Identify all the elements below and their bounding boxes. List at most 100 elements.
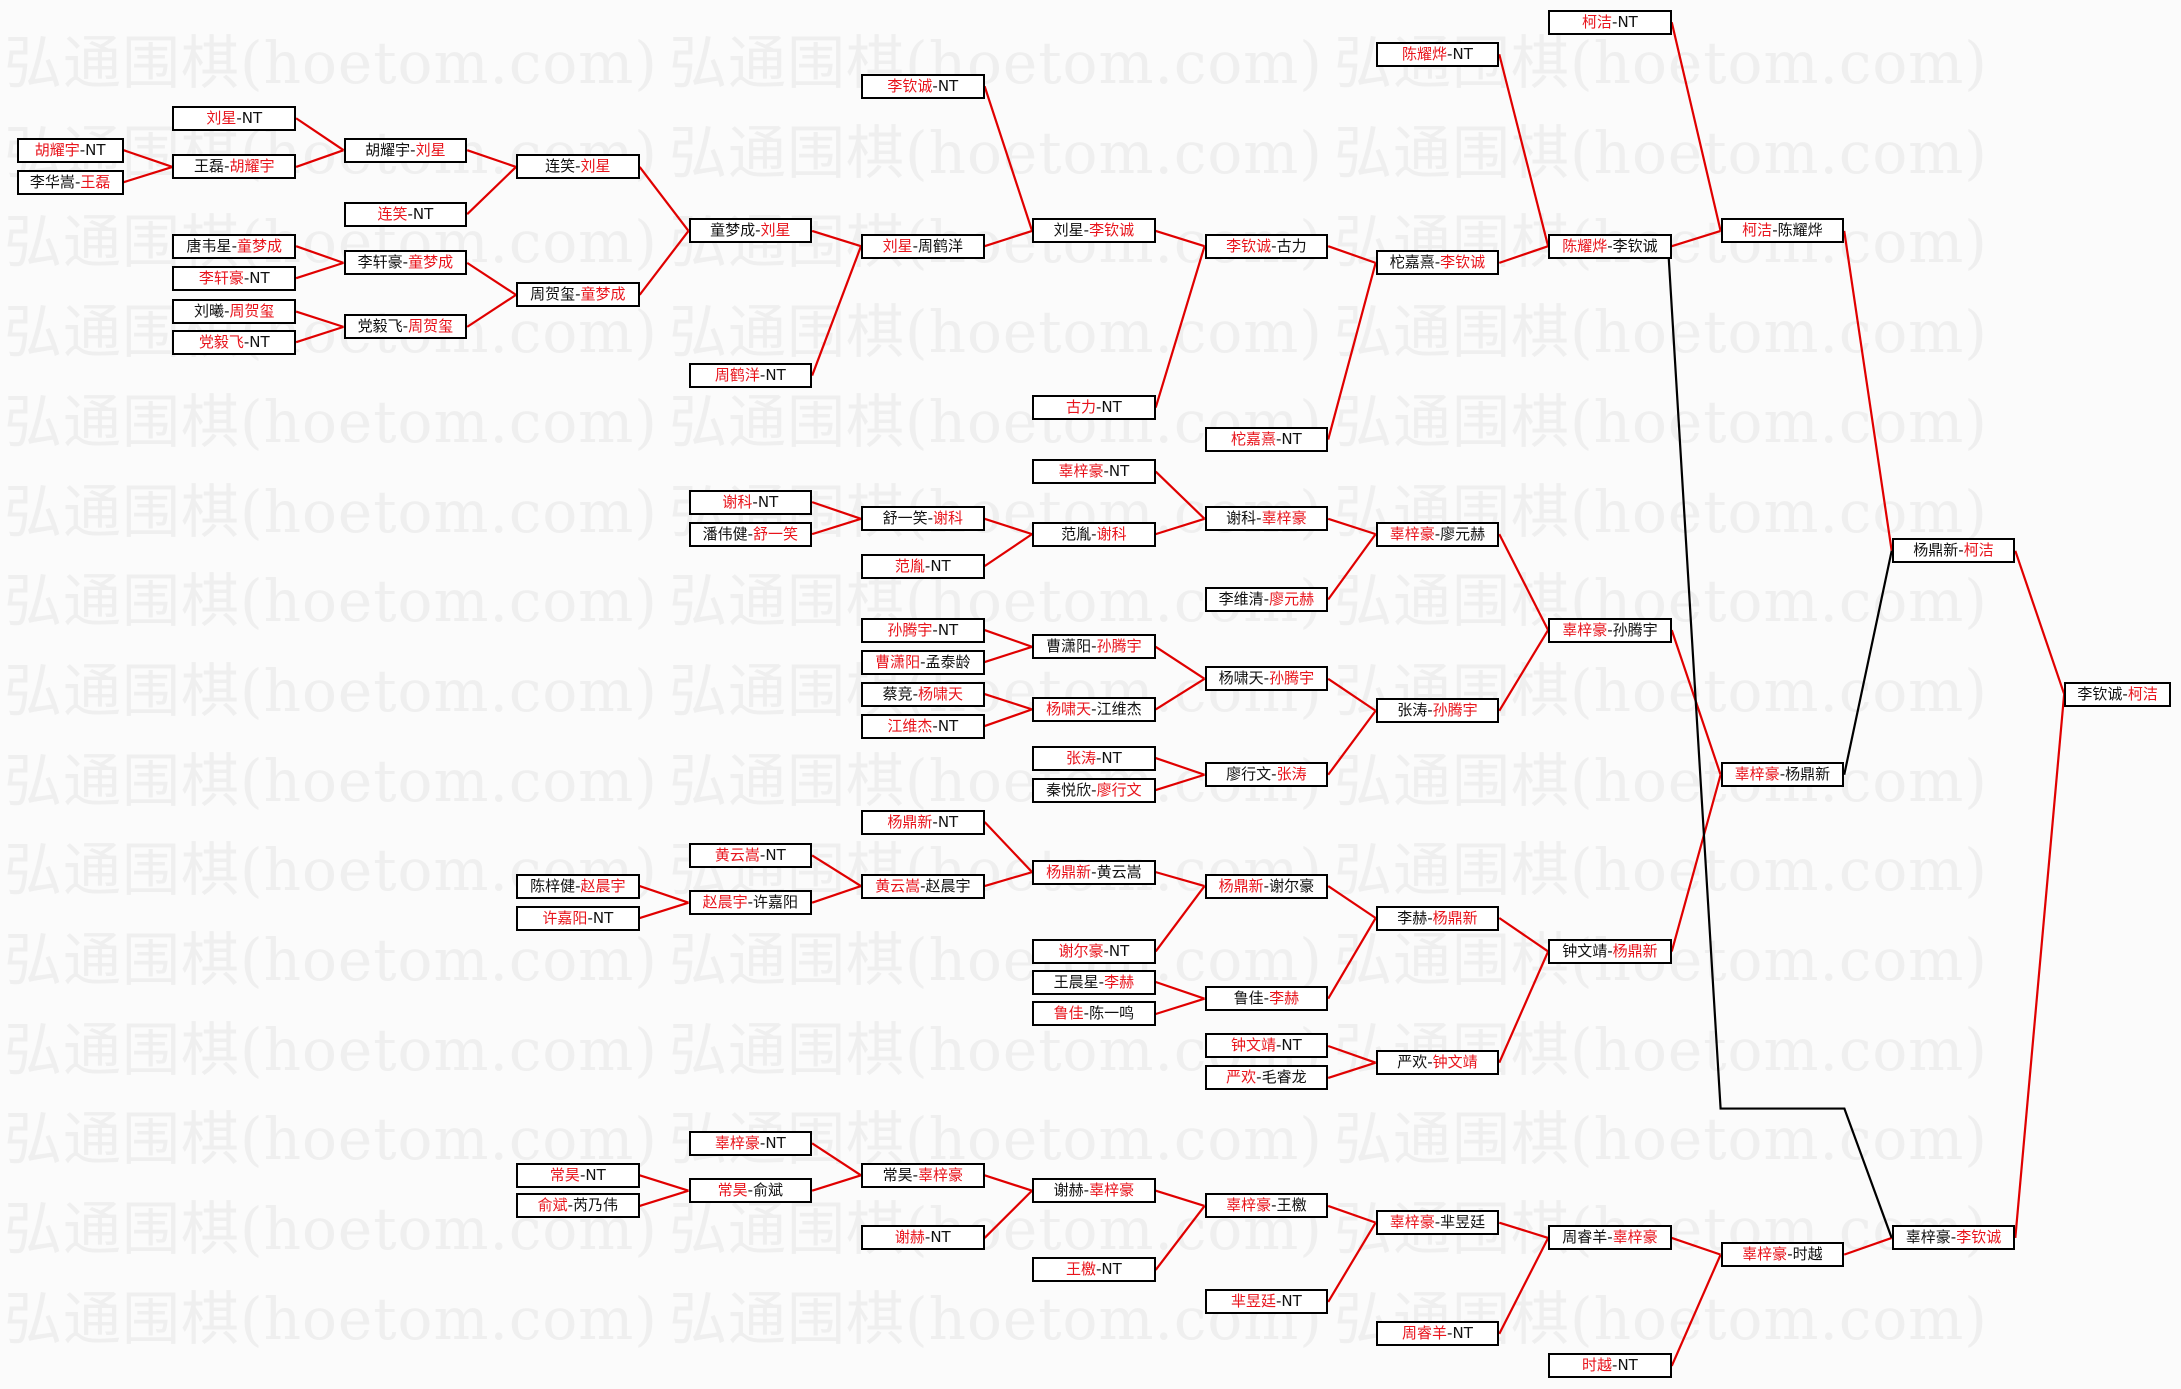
player-name: 柁嘉熹: [1230, 430, 1276, 449]
match-box: 周睿羊-NT: [1375, 1321, 1500, 1347]
bracket-line: [1670, 22, 1722, 232]
separator: -: [1263, 989, 1270, 1008]
separator: -: [924, 1228, 931, 1247]
separator: -: [1271, 765, 1277, 784]
watermark-text: 弘通围棋(hoetom.com): [1334, 747, 1988, 815]
player-name: 童梦成: [408, 253, 454, 272]
player-name: 黄云嵩: [875, 876, 921, 895]
player-name: 胡耀宇: [365, 140, 411, 159]
player-name: 杨鼎新: [1785, 765, 1831, 784]
player-name: 辜梓豪: [1562, 620, 1608, 639]
separator: -: [224, 157, 230, 176]
bracket-line: [984, 1174, 1033, 1192]
separator: -: [224, 302, 230, 321]
player-name: 舒一笑: [753, 524, 799, 543]
player-name: 辜梓豪: [1389, 524, 1435, 543]
match-box: 赵晨宇-许嘉阳: [688, 890, 813, 916]
player-name: 杨鼎新: [1046, 862, 1092, 881]
player-name: 鲁佳: [1233, 989, 1264, 1008]
match-box: 曹潇阳-孙腾宇: [1032, 634, 1156, 660]
match-box: 鲁佳-李赫: [1204, 986, 1329, 1012]
match-box: 王磊-胡耀宇: [172, 154, 297, 180]
separator: -: [1447, 44, 1453, 63]
separator: -: [236, 108, 242, 127]
player-name: 辜梓豪: [1226, 1196, 1272, 1215]
bracket-line: [295, 261, 344, 280]
player-name: NT: [412, 204, 434, 223]
match-box: 廖行文-张涛: [1204, 762, 1329, 788]
watermark-text: 弘通围棋(hoetom.com): [4, 1105, 658, 1173]
bracket-line: [1498, 1237, 1550, 1335]
match-box: 钟文靖-杨鼎新: [1548, 938, 1672, 964]
player-name: 赵晨宇: [580, 876, 626, 895]
player-name: 赵晨宇: [925, 876, 971, 895]
player-name: NT: [1101, 748, 1122, 767]
bracket-line: [295, 325, 344, 344]
player-name: 王磊: [80, 172, 111, 191]
player-name: 柯洁: [1742, 221, 1773, 240]
match-box: 潘伟健-舒一笑: [688, 521, 813, 547]
match-box: 孙腾宇-NT: [860, 617, 985, 643]
player-name: 范胤: [894, 556, 925, 575]
bracket-line: [811, 1174, 862, 1192]
match-box: 刘星-周鹤洋: [860, 233, 985, 259]
separator: -: [1271, 236, 1277, 255]
drop-line: [1667, 258, 1893, 1239]
player-name: NT: [1281, 1292, 1302, 1311]
separator: -: [1607, 1228, 1613, 1247]
player-name: 周睿羊: [1562, 1228, 1608, 1247]
match-box: 曹潇阳-孟泰龄: [860, 649, 985, 675]
watermark-text: 弘通围棋(hoetom.com): [1334, 119, 1988, 187]
player-name: NT: [592, 908, 614, 927]
bracket-line: [811, 854, 862, 887]
bracket-line: [1155, 757, 1205, 776]
separator: -: [747, 893, 754, 912]
player-name: 古力: [1276, 236, 1307, 255]
player-name: 俞斌: [753, 1181, 784, 1200]
player-name: 毛睿龙: [1261, 1068, 1307, 1087]
player-name: 辜梓豪: [918, 1165, 964, 1184]
separator: -: [932, 812, 938, 831]
bracket-line: [1154, 885, 1206, 953]
match-box: 辜梓豪-芈昱廷: [1375, 1210, 1500, 1236]
separator: -: [920, 652, 926, 671]
player-name: 潘伟健: [702, 524, 748, 543]
player-name: 辜梓豪: [1905, 1228, 1951, 1247]
player-name: 舒一笑: [882, 509, 928, 528]
player-name: 赵晨宇: [702, 893, 748, 912]
bracket-line: [295, 245, 344, 264]
bracket-line: [638, 230, 690, 296]
separator: -: [759, 845, 766, 864]
separator: -: [402, 317, 409, 336]
player-name: 辜梓豪: [1734, 765, 1780, 784]
match-box: 李钦诚-古力: [1204, 233, 1329, 259]
bracket-line: [984, 629, 1033, 648]
separator: -: [1787, 1245, 1793, 1264]
separator: -: [1083, 221, 1090, 240]
separator: -: [1612, 1356, 1618, 1375]
watermark-text: 弘通围棋(hoetom.com): [1334, 298, 1988, 366]
player-name: NT: [765, 845, 786, 864]
separator: -: [1091, 637, 1097, 656]
watermark-text: 弘通围棋(hoetom.com): [4, 208, 658, 276]
bracket-line: [1498, 1221, 1549, 1239]
bracket-line: [1154, 470, 1206, 520]
bracket-line: [984, 533, 1033, 568]
match-box: 蔡竞-杨啸天: [860, 681, 985, 707]
bracket-line: [983, 1189, 1033, 1239]
match-box: 胡耀宇-刘星: [343, 137, 468, 163]
separator: -: [1083, 1004, 1090, 1023]
player-name: 孙腾宇: [1269, 669, 1315, 688]
bracket-line: [466, 166, 517, 215]
bracket-line: [1671, 229, 1721, 248]
match-box: 陈耀烨-NT: [1375, 41, 1500, 67]
player-name: 谢科: [1226, 509, 1257, 528]
player-name: 俞斌: [537, 1196, 568, 1215]
player-name: 童梦成: [710, 221, 756, 240]
watermark-text: 弘通围棋(hoetom.com): [4, 747, 658, 815]
separator: -: [1275, 1036, 1282, 1055]
match-box: 唐韦星-童梦成: [172, 233, 297, 259]
match-box: 杨鼎新-柯洁: [1891, 538, 2016, 564]
player-name: 芈昱廷: [1230, 1292, 1276, 1311]
bracket-line: [1671, 1236, 1721, 1256]
